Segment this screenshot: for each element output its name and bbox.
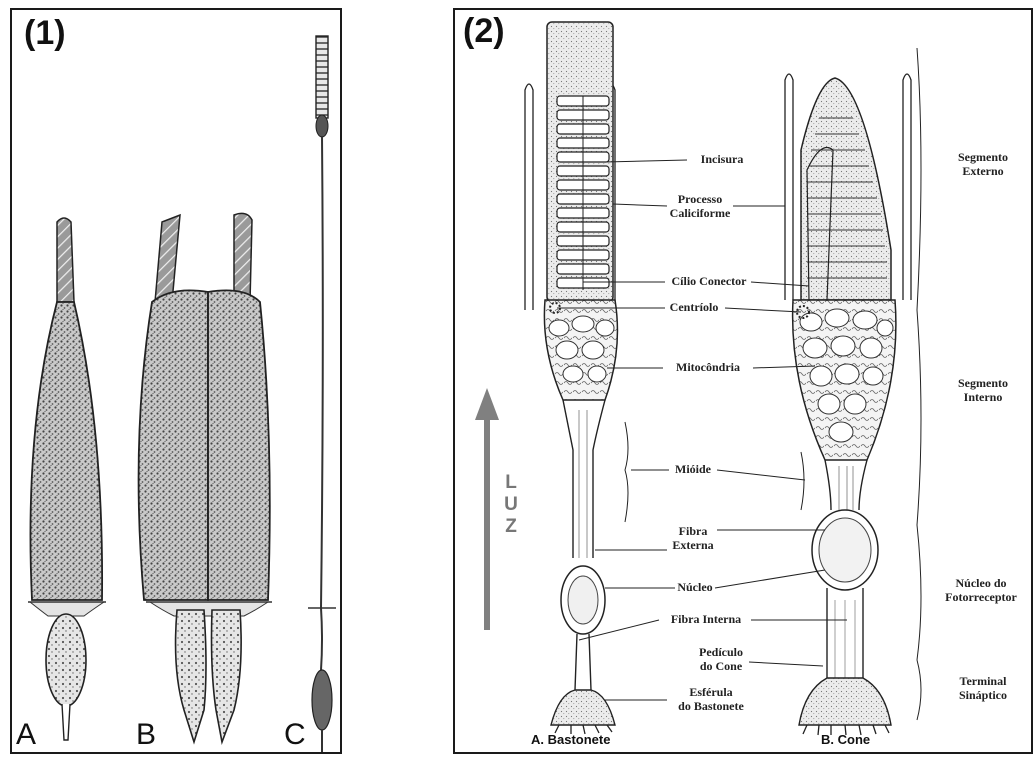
region-segmento-externo: Segmento Externo xyxy=(935,150,1031,179)
label-cilio-conector: Cílio Conector xyxy=(663,275,755,289)
light-label-letter: L xyxy=(501,472,521,494)
cone-cell-drawing xyxy=(785,74,911,735)
label-esferula-do-bastonete: Esférula do Bastonete xyxy=(661,686,761,714)
cell-c-label: C xyxy=(284,718,306,752)
region-nucleo-do-fotorreceptor: Núcleo do Fotorreceptor xyxy=(931,576,1031,605)
label-fibra-interna: Fibra Interna xyxy=(659,613,753,627)
light-direction-arrow xyxy=(475,388,499,630)
caption-cone: B. Cone xyxy=(821,732,870,747)
panel-1-drawing xyxy=(12,10,342,754)
cell-b-double-cone xyxy=(139,213,272,742)
label-mioide: Mióide xyxy=(669,463,717,477)
light-label-letter: U xyxy=(501,494,521,516)
label-nucleo: Núcleo xyxy=(673,581,717,595)
cell-a-single-cone xyxy=(28,218,106,740)
rod-cell-drawing xyxy=(525,22,617,734)
caption-bastonete: A. Bastonete xyxy=(531,732,610,747)
region-segmento-interno: Segmento Interno xyxy=(935,376,1031,405)
label-mitocondria: Mitocôndria xyxy=(661,361,755,375)
cell-c-rod xyxy=(308,36,336,752)
cell-a-label: A xyxy=(16,718,36,752)
panel-1-photoreceptor-comparison: (1) xyxy=(10,8,342,754)
region-terminal-sinaptico: Terminal Sináptico xyxy=(935,674,1031,703)
label-processo-caliciforme: Processo Caliciforme xyxy=(665,193,735,221)
label-pediculo-do-cone: Pedículo do Cone xyxy=(691,646,751,674)
label-centriolo: Centríolo xyxy=(663,301,725,315)
label-fibra-externa: Fibra Externa xyxy=(667,525,719,553)
panel-2-rod-and-cone-structure: (2) xyxy=(453,8,1033,754)
light-label-letter: Z xyxy=(501,516,521,538)
cell-b-label: B xyxy=(136,718,156,752)
label-incisura: Incisura xyxy=(687,153,757,167)
